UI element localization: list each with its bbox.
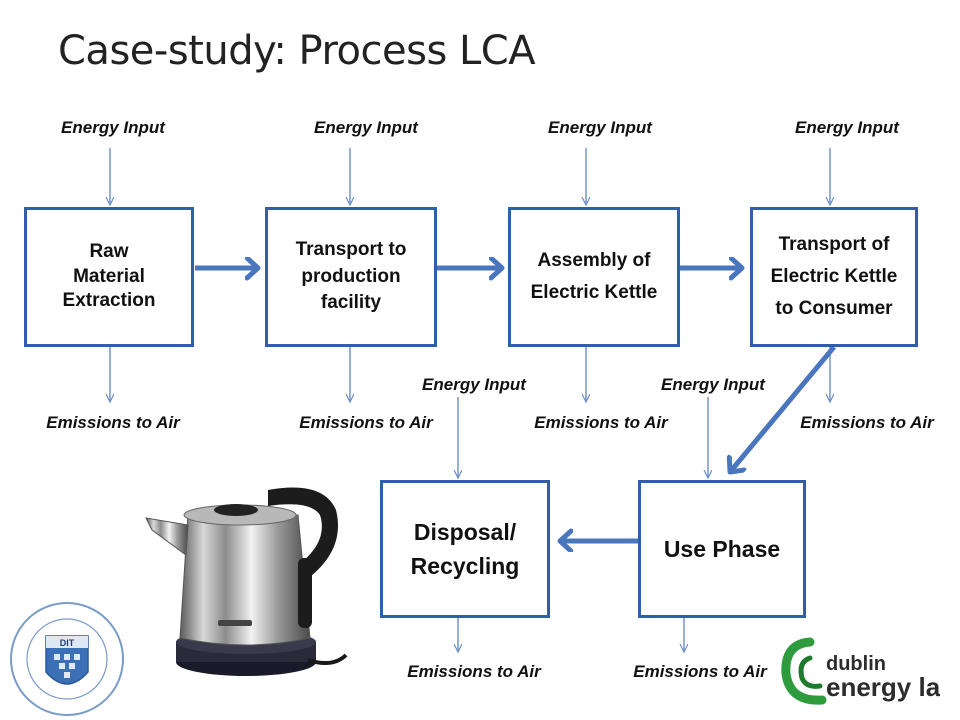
box-assembly-electric-kettle: Assembly of Electric Kettle <box>508 207 680 347</box>
energy-input-label-assembly: Energy Input <box>548 118 652 137</box>
emissions-label-use: Emissions to Air <box>633 662 767 681</box>
box-use-phase: Use Phase <box>638 480 806 618</box>
energy-input-label-transport1: Energy Input <box>314 118 418 137</box>
emissions-label-raw: Emissions to Air <box>46 413 180 432</box>
energy-input-label-raw: Energy Input <box>61 118 165 137</box>
box-assembly-label: Assembly of Electric Kettle <box>530 249 658 303</box>
dublin-energy-lab-logo: dublin energy lab. <box>781 637 940 705</box>
emissions-label-assembly: Emissions to Air <box>534 413 668 432</box>
box-use-phase-label: Use Phase <box>663 535 781 562</box>
box-transport-consumer-label: Transport of Electric Kettle to Consumer <box>770 233 898 320</box>
dit-logo: DIT <box>10 602 124 716</box>
page-title: Case-study: Process LCA <box>58 28 536 74</box>
box-transport-to-production: Transport to production facility <box>265 207 437 347</box>
energy-input-label-disposal: Energy Input <box>422 375 526 394</box>
energy-input-label-use: Energy Input <box>661 375 765 394</box>
box-transport-production-label: Transport to production facility <box>295 239 407 314</box>
emissions-label-transport2: Emissions to Air <box>800 413 934 432</box>
energy-input-label-transport2: Energy Input <box>795 118 899 137</box>
box-raw-material-extraction: Raw Material Extraction <box>24 207 194 347</box>
box-disposal-recycling: Disposal/ Recycling <box>380 480 550 618</box>
box-transport-to-consumer: Transport of Electric Kettle to Consumer <box>750 207 918 347</box>
box-raw-material-label: Raw Material Extraction <box>62 240 156 312</box>
dublin-energy-lab-line1: dublin <box>826 653 886 675</box>
emissions-label-transport1: Emissions to Air <box>299 413 433 432</box>
dit-logo-text: DIT <box>60 638 75 648</box>
emissions-label-disposal: Emissions to Air <box>407 662 541 681</box>
kettle-image <box>118 470 348 682</box>
dublin-energy-lab-line2: energy lab. <box>826 672 940 702</box>
box-disposal-label: Disposal/ Recycling <box>410 518 520 580</box>
flow-arrow-4 <box>730 345 836 472</box>
